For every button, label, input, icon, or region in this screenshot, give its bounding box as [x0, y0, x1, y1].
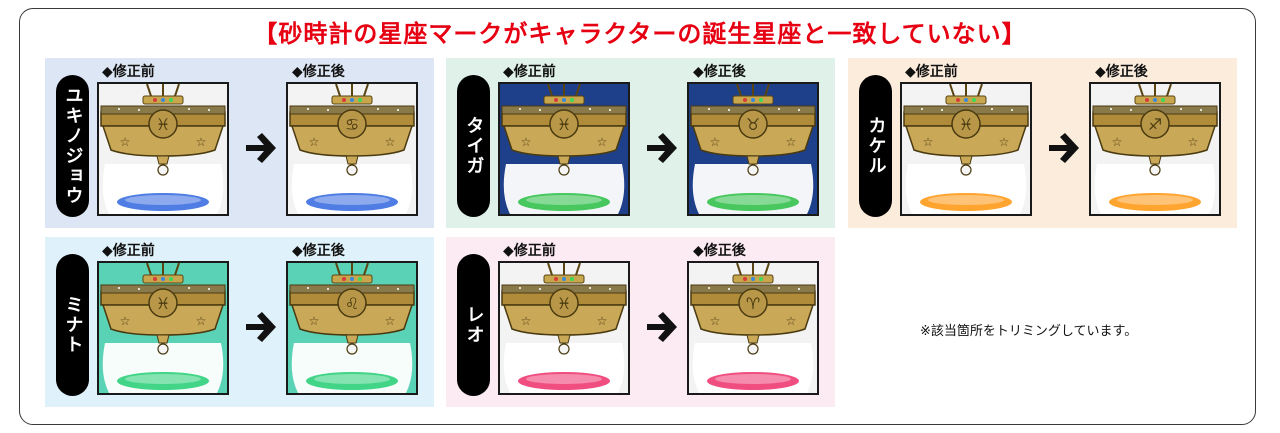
- svg-text:♋: ♋: [345, 115, 359, 134]
- character-name-pill: ユキノジョウ: [56, 75, 89, 217]
- before-image: ♓ ☆ ☆: [97, 82, 229, 216]
- after-label: ◆修正後: [693, 64, 746, 80]
- page-title: 【砂時計の星座マークがキャラクターの誕生星座と一致していない】: [253, 20, 1027, 48]
- before-label: ◆修正前: [102, 243, 155, 259]
- before-label: ◆修正前: [905, 64, 958, 80]
- after-image: ♋ ☆ ☆: [286, 82, 418, 216]
- before-image: ♓ ☆ ☆: [498, 82, 630, 216]
- character-name: レオ: [463, 305, 485, 345]
- character-name-pill: カケル: [859, 75, 892, 217]
- svg-text:☆: ☆: [521, 314, 532, 328]
- character-panel: ユキノジョウ ◆修正前 ◆修正後 ♓ ☆ ☆: [45, 58, 434, 228]
- svg-text:♓: ♓: [156, 115, 170, 134]
- after-image: ♉ ☆ ☆: [687, 82, 819, 216]
- svg-text:♓: ♓: [557, 115, 571, 134]
- svg-text:♉: ♉: [746, 115, 760, 134]
- svg-text:♓: ♓: [557, 294, 571, 313]
- svg-text:☆: ☆: [120, 135, 131, 149]
- svg-text:☆: ☆: [597, 135, 608, 149]
- after-image: ♐ ☆ ☆: [1089, 82, 1221, 216]
- svg-text:☆: ☆: [309, 314, 320, 328]
- before-label: ◆修正前: [102, 64, 155, 80]
- svg-text:☆: ☆: [521, 135, 532, 149]
- svg-text:♓: ♓: [959, 115, 973, 134]
- svg-text:☆: ☆: [1112, 135, 1123, 149]
- svg-text:☆: ☆: [710, 314, 721, 328]
- svg-text:☆: ☆: [1188, 135, 1199, 149]
- svg-text:♓: ♓: [156, 294, 170, 313]
- svg-text:☆: ☆: [786, 135, 797, 149]
- before-label: ◆修正前: [503, 243, 556, 259]
- svg-text:☆: ☆: [710, 135, 721, 149]
- svg-text:☆: ☆: [786, 314, 797, 328]
- after-label: ◆修正後: [292, 243, 345, 259]
- character-panel: タイガ ◆修正前 ◆修正後 ♓ ☆ ☆: [446, 58, 835, 228]
- character-name-pill: ミナト: [56, 254, 89, 396]
- character-name-pill: レオ: [457, 254, 490, 396]
- character-name: ユキノジョウ: [62, 86, 84, 206]
- arrow-right-icon: [1047, 131, 1081, 165]
- svg-text:☆: ☆: [196, 314, 207, 328]
- svg-text:♐: ♐: [1148, 115, 1162, 134]
- svg-text:☆: ☆: [309, 135, 320, 149]
- svg-text:☆: ☆: [999, 135, 1010, 149]
- svg-text:☆: ☆: [597, 314, 608, 328]
- trimming-note: ※該当箇所をトリミングしています。: [920, 324, 1138, 339]
- arrow-right-icon: [645, 310, 679, 344]
- character-name: ミナト: [62, 295, 84, 355]
- svg-text:☆: ☆: [196, 135, 207, 149]
- svg-text:♌: ♌: [345, 294, 359, 313]
- before-label: ◆修正前: [503, 64, 556, 80]
- before-image: ♓ ☆ ☆: [900, 82, 1032, 216]
- arrow-right-icon: [244, 131, 278, 165]
- after-image: ♌ ☆ ☆: [286, 261, 418, 395]
- svg-text:☆: ☆: [385, 314, 396, 328]
- svg-text:☆: ☆: [385, 135, 396, 149]
- before-image: ♓ ☆ ☆: [498, 261, 630, 395]
- character-panel: ミナト ◆修正前 ◆修正後 ♓ ☆ ☆: [45, 237, 434, 407]
- arrow-right-icon: [645, 131, 679, 165]
- after-label: ◆修正後: [693, 243, 746, 259]
- character-name: カケル: [865, 116, 887, 176]
- before-image: ♓ ☆ ☆: [97, 261, 229, 395]
- after-image: ♈ ☆ ☆: [687, 261, 819, 395]
- character-name-pill: タイガ: [457, 75, 490, 217]
- arrow-right-icon: [244, 310, 278, 344]
- svg-text:☆: ☆: [923, 135, 934, 149]
- after-label: ◆修正後: [292, 64, 345, 80]
- character-panel: レオ ◆修正前 ◆修正後 ♓ ☆ ☆: [446, 237, 835, 407]
- after-label: ◆修正後: [1095, 64, 1148, 80]
- character-panel: カケル ◆修正前 ◆修正後 ♓ ☆ ☆: [848, 58, 1237, 228]
- character-name: タイガ: [463, 116, 485, 176]
- svg-text:♈: ♈: [746, 294, 760, 313]
- svg-text:☆: ☆: [120, 314, 131, 328]
